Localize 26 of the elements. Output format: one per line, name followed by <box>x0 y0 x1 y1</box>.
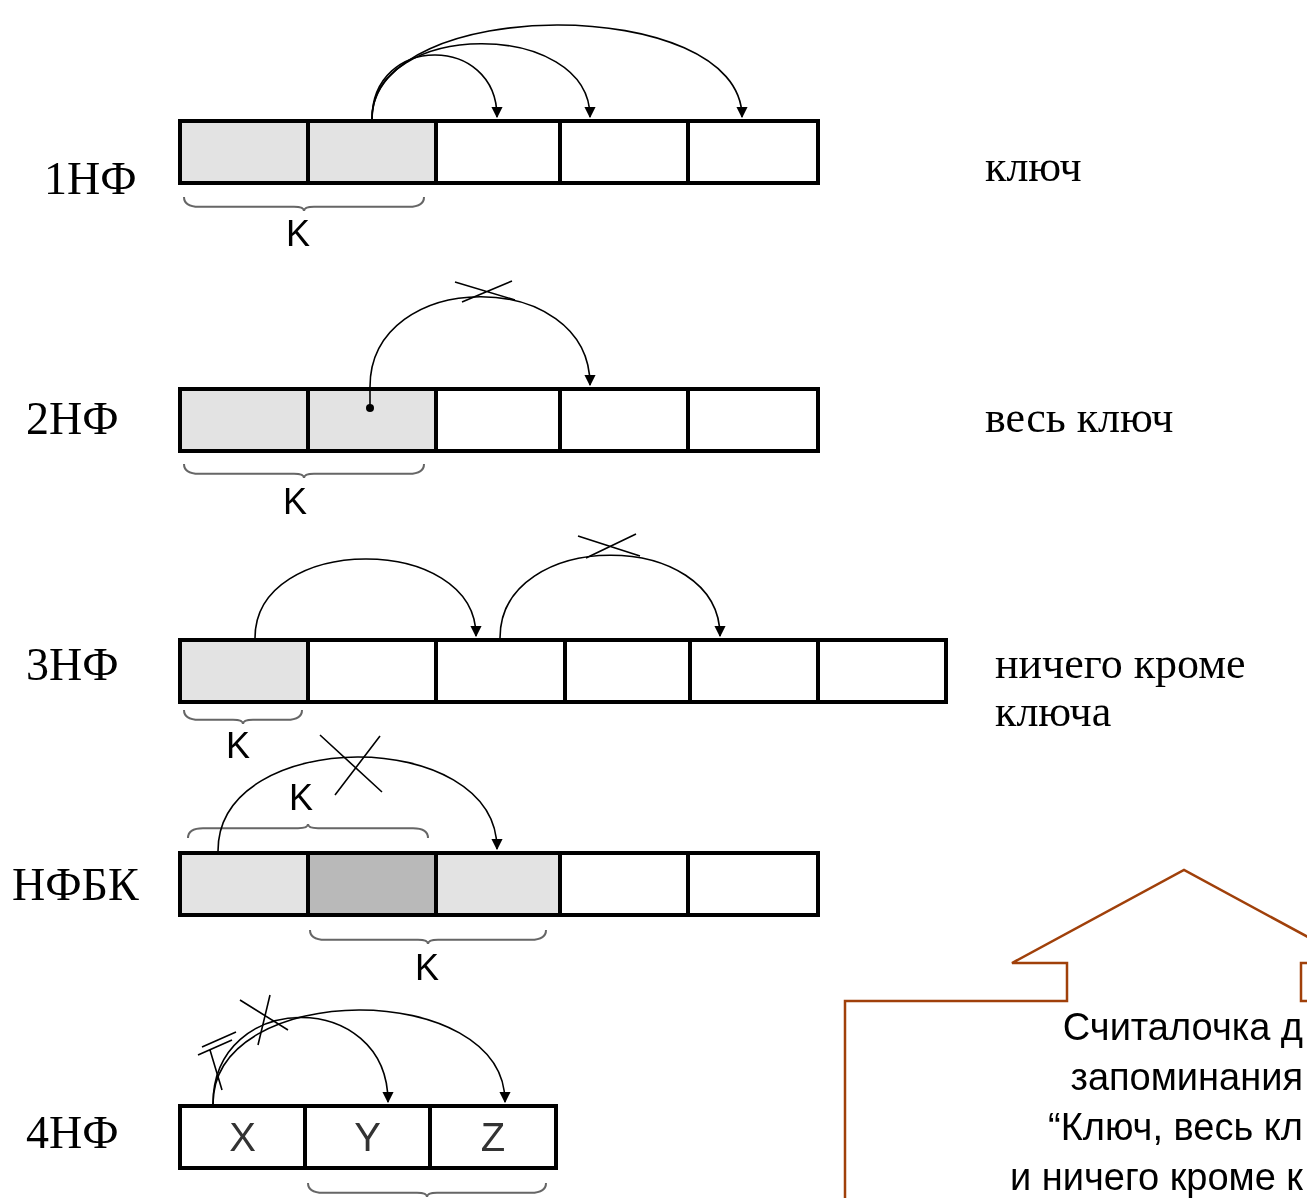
key-label: K <box>283 482 307 522</box>
description-text: весь ключ <box>985 394 1174 443</box>
description-text: ключ <box>985 143 1082 192</box>
arrow <box>371 54 502 120</box>
arrow <box>366 280 594 412</box>
arrow <box>371 24 745 120</box>
callout-text: запоминания <box>1070 1058 1303 1096</box>
description-text: ничего кроме ключа <box>995 640 1247 737</box>
callout-text: Считалочка д <box>1062 1008 1303 1046</box>
callout-text: и ничего кроме к <box>1010 1158 1303 1196</box>
key-label: K <box>286 214 310 254</box>
key-label: K <box>226 726 250 766</box>
key-label: K <box>415 948 439 988</box>
arrow <box>371 42 594 120</box>
row-label: 1НФ <box>44 154 137 205</box>
row-label: 3НФ <box>26 640 119 691</box>
row-label: НФБК <box>12 860 139 911</box>
row-label: 2НФ <box>26 394 119 445</box>
row-label: 4НФ <box>26 1108 119 1159</box>
callout-text: “Ключ, весь кл <box>1048 1108 1303 1146</box>
key-label: K <box>289 778 313 818</box>
arrow <box>197 994 393 1105</box>
arrow <box>217 734 501 852</box>
arrow <box>254 558 480 639</box>
arrow <box>212 1009 509 1105</box>
arrow <box>499 533 724 639</box>
